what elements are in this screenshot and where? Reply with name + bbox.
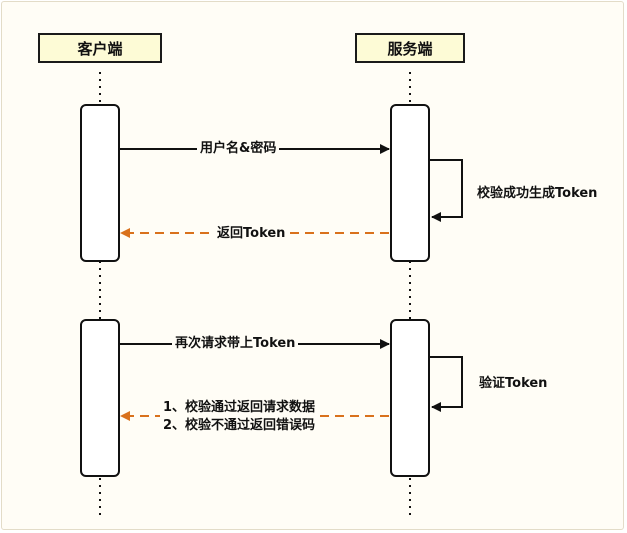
response-line-1: 1、校验通过返回请求数据 xyxy=(163,400,316,415)
request-with-token-label: 再次请求带上Token xyxy=(172,336,299,352)
client-activation-2 xyxy=(80,319,120,477)
client-activation-1 xyxy=(80,104,120,262)
client-actor-label: 客户端 xyxy=(77,39,123,58)
verify-token-label: 验证Token xyxy=(479,376,548,391)
return-token-label: 返回Token xyxy=(214,226,289,242)
response-label: 1、校验通过返回请求数据 2、校验不通过返回错误码 xyxy=(160,399,319,435)
response-line-2: 2、校验不通过返回错误码 xyxy=(163,418,316,433)
server-actor: 服务端 xyxy=(355,33,465,63)
login-request-label: 用户名&密码 xyxy=(197,141,280,157)
server-activation-2 xyxy=(390,319,430,477)
client-actor: 客户端 xyxy=(38,33,162,63)
server-actor-label: 服务端 xyxy=(387,39,433,58)
generate-token-self-arrow xyxy=(429,159,463,222)
generate-token-label: 校验成功生成Token xyxy=(477,186,598,201)
server-activation-1 xyxy=(390,104,430,262)
verify-token-self-arrow xyxy=(429,356,463,412)
